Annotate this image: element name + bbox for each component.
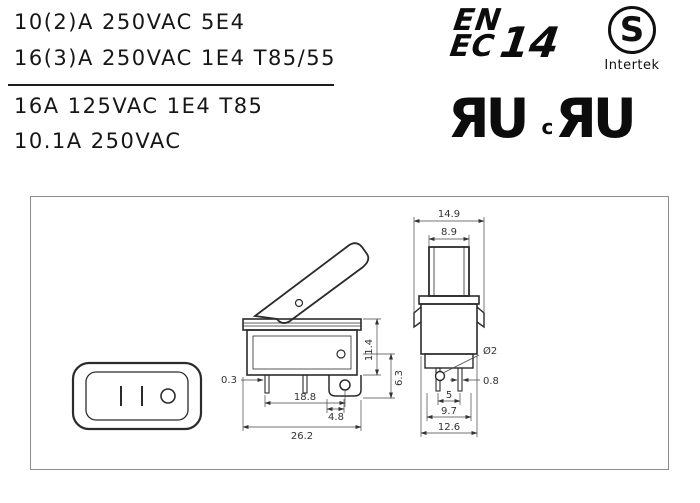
dim-11-4: 11.4 (364, 339, 375, 361)
dim-12-6: 12.6 (438, 422, 460, 433)
ul-canada-prefix: c (541, 115, 554, 139)
ul-recognized-icon: ЯU (448, 87, 529, 150)
terminal (302, 374, 308, 394)
enec-letters: EN EC (447, 3, 504, 64)
mounting-hole (434, 370, 446, 382)
technical-drawing: 11.4 6.3 0.3 18.8 4.8 26.2 (71, 209, 499, 442)
rating-line-3: 16A 125VAC 1E4 T85 (14, 94, 264, 118)
actuator (428, 246, 470, 297)
enec-number: 14 (496, 18, 563, 67)
dim-8-9: 8.9 (441, 227, 457, 238)
snap-clip-right (476, 306, 485, 329)
rating-line-4: 10.1A 250VAC (14, 129, 182, 153)
side-view-dim-labels: 11.4 6.3 0.3 18.8 4.8 26.2 (221, 339, 405, 442)
ul-marks: ЯU c ЯU (448, 87, 637, 150)
dim-18-8: 18.8 (294, 392, 316, 403)
technical-drawing-box: 11.4 6.3 0.3 18.8 4.8 26.2 (30, 196, 669, 470)
intertek-s-icon: S (608, 6, 656, 54)
dim-5: 5 (446, 390, 452, 401)
enec-logo: EN EC 14 (447, 3, 563, 67)
pivot-hole (294, 298, 304, 308)
intertek-label: Intertek (604, 58, 660, 73)
dim-26-2: 26.2 (291, 431, 313, 442)
dim-dia-2: Ø2 (483, 345, 497, 357)
end-view-dimensions (413, 217, 485, 437)
dim-0-3: 0.3 (221, 375, 237, 386)
terminal (457, 367, 463, 392)
side-view (242, 242, 370, 397)
mounting-hole (339, 379, 351, 391)
dim-4-8: 4.8 (328, 412, 344, 423)
ul-recognized-canada-icon: ЯU (555, 87, 636, 150)
side-view-dimensions (241, 318, 395, 431)
end-view (413, 246, 485, 392)
rating-line-2: 16(3)A 250VAC 1E4 T85/55 (14, 46, 336, 70)
dim-0-8: 0.8 (483, 376, 499, 387)
front-view (71, 361, 203, 431)
rocker-paddle (252, 242, 370, 324)
dim-14-9: 14.9 (438, 209, 460, 220)
enec-letters-bottom: EC (447, 29, 498, 64)
ratings-divider (8, 84, 334, 86)
snap-clip-left (413, 306, 422, 329)
terminal (264, 374, 270, 394)
dim-6-3: 6.3 (394, 370, 405, 386)
rating-line-1: 10(2)A 250VAC 5E4 (14, 10, 246, 34)
end-view-dim-labels: 14.9 8.9 Ø2 0.8 5 9.7 12.6 (438, 209, 499, 433)
intertek-logo: S Intertek (596, 6, 668, 73)
dim-9-7: 9.7 (441, 406, 457, 417)
